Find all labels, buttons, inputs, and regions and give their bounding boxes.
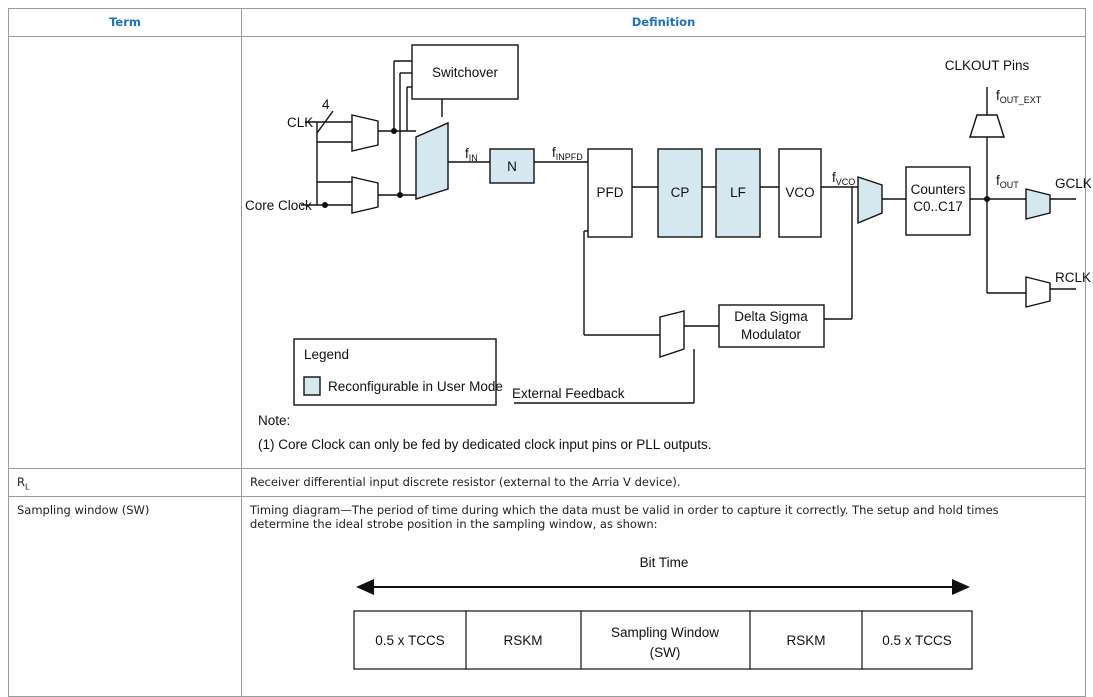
- segment-rskm-right: RSKM: [786, 633, 825, 648]
- note-text: (1) Core Clock can only be fed by dedica…: [258, 437, 712, 452]
- bit-time-arrow-left: [356, 579, 374, 595]
- timing-bar: [353, 610, 973, 670]
- legend-box: [293, 338, 497, 406]
- delta-sigma-label-2: Modulator: [741, 327, 802, 342]
- counters-label-2: C0..C17: [913, 199, 963, 214]
- term-sampling-window: Sampling window (SW): [9, 497, 242, 697]
- clk-label: CLK: [287, 115, 313, 130]
- f-vco-label: fVCO: [832, 170, 855, 187]
- input-mux-top: [351, 114, 379, 152]
- bit-time-arrow-right: [952, 579, 970, 595]
- clkout-pins-label: CLKOUT Pins: [945, 58, 1030, 73]
- counters-box: [905, 166, 971, 236]
- feedback-mux: [659, 310, 685, 358]
- header-term: Term: [9, 9, 242, 37]
- cp-box: [657, 148, 703, 238]
- header-definition: Definition: [242, 9, 1086, 37]
- counters-label-1: Counters: [911, 182, 966, 197]
- clkout-buffer: [969, 114, 1005, 138]
- definition-cell-pll: Switchover CLK 4 Core Clock fIN N fINPFD…: [242, 37, 1092, 469]
- external-feedback-label: External Feedback: [512, 386, 625, 401]
- pll-block-diagram: Switchover CLK 4 Core Clock fIN N fINPFD…: [245, 44, 1092, 452]
- definition-rl: Receiver differential input discrete res…: [242, 469, 1086, 497]
- segment-sw-abbrev: (SW): [650, 645, 681, 660]
- lf-label: LF: [730, 185, 746, 200]
- switchover-box: [411, 44, 519, 100]
- delta-sigma-box: [718, 304, 825, 348]
- input-mux-bottom: [351, 176, 379, 214]
- bit-time-label: Bit Time: [640, 555, 689, 570]
- gclk-label: GCLK: [1055, 176, 1092, 191]
- rclk-label: RCLK: [1055, 270, 1091, 285]
- bus-width-label: 4: [322, 97, 330, 112]
- legend-title: Legend: [304, 347, 349, 362]
- switchover-label: Switchover: [432, 65, 499, 80]
- definition-sampling-window: Timing diagram—The period of time during…: [250, 503, 999, 531]
- definition-cell-sampling-window: Timing diagram—The period of time during…: [242, 497, 1086, 697]
- n-label: N: [507, 159, 517, 174]
- pfd-label: PFD: [597, 185, 624, 200]
- vco-output-mux: [857, 176, 883, 225]
- vco-box: [778, 148, 822, 238]
- rclk-mux: [1025, 276, 1051, 308]
- cp-label: CP: [671, 185, 690, 200]
- clock-switch-mux: [415, 121, 449, 200]
- term-cell-pll: [9, 37, 242, 469]
- f-inpfd-label: fINPFD: [552, 145, 583, 162]
- term-cell-rl: RL: [9, 469, 242, 497]
- legend-item-label: Reconfigurable in User Mode: [328, 379, 503, 394]
- gclk-mux: [1025, 188, 1051, 220]
- term-rl-subscript: L: [25, 482, 30, 492]
- segment-sampling-window: Sampling Window: [611, 625, 719, 640]
- terms-table: Term Definition: [8, 8, 1092, 697]
- note-title: Note:: [258, 413, 290, 428]
- f-out-ext-label: fOUT_EXT: [996, 88, 1042, 105]
- timing-diagram: Bit Time 0.5 x TCCS RSKM Sampling Window…: [353, 555, 973, 670]
- term-rl: R: [17, 475, 25, 489]
- f-out-label: fOUT: [996, 173, 1019, 190]
- n-counter-box: [489, 148, 535, 184]
- segment-rskm-left: RSKM: [503, 633, 542, 648]
- vco-label: VCO: [785, 185, 814, 200]
- segment-tccs-left: 0.5 x TCCS: [375, 633, 445, 648]
- delta-sigma-label-1: Delta Sigma: [734, 309, 808, 324]
- legend-swatch: [303, 376, 321, 396]
- pfd-box: [587, 148, 633, 238]
- segment-tccs-right: 0.5 x TCCS: [882, 633, 952, 648]
- lf-box: [715, 148, 761, 238]
- core-clock-label: Core Clock: [245, 198, 312, 213]
- f-in-label: fIN: [465, 146, 478, 163]
